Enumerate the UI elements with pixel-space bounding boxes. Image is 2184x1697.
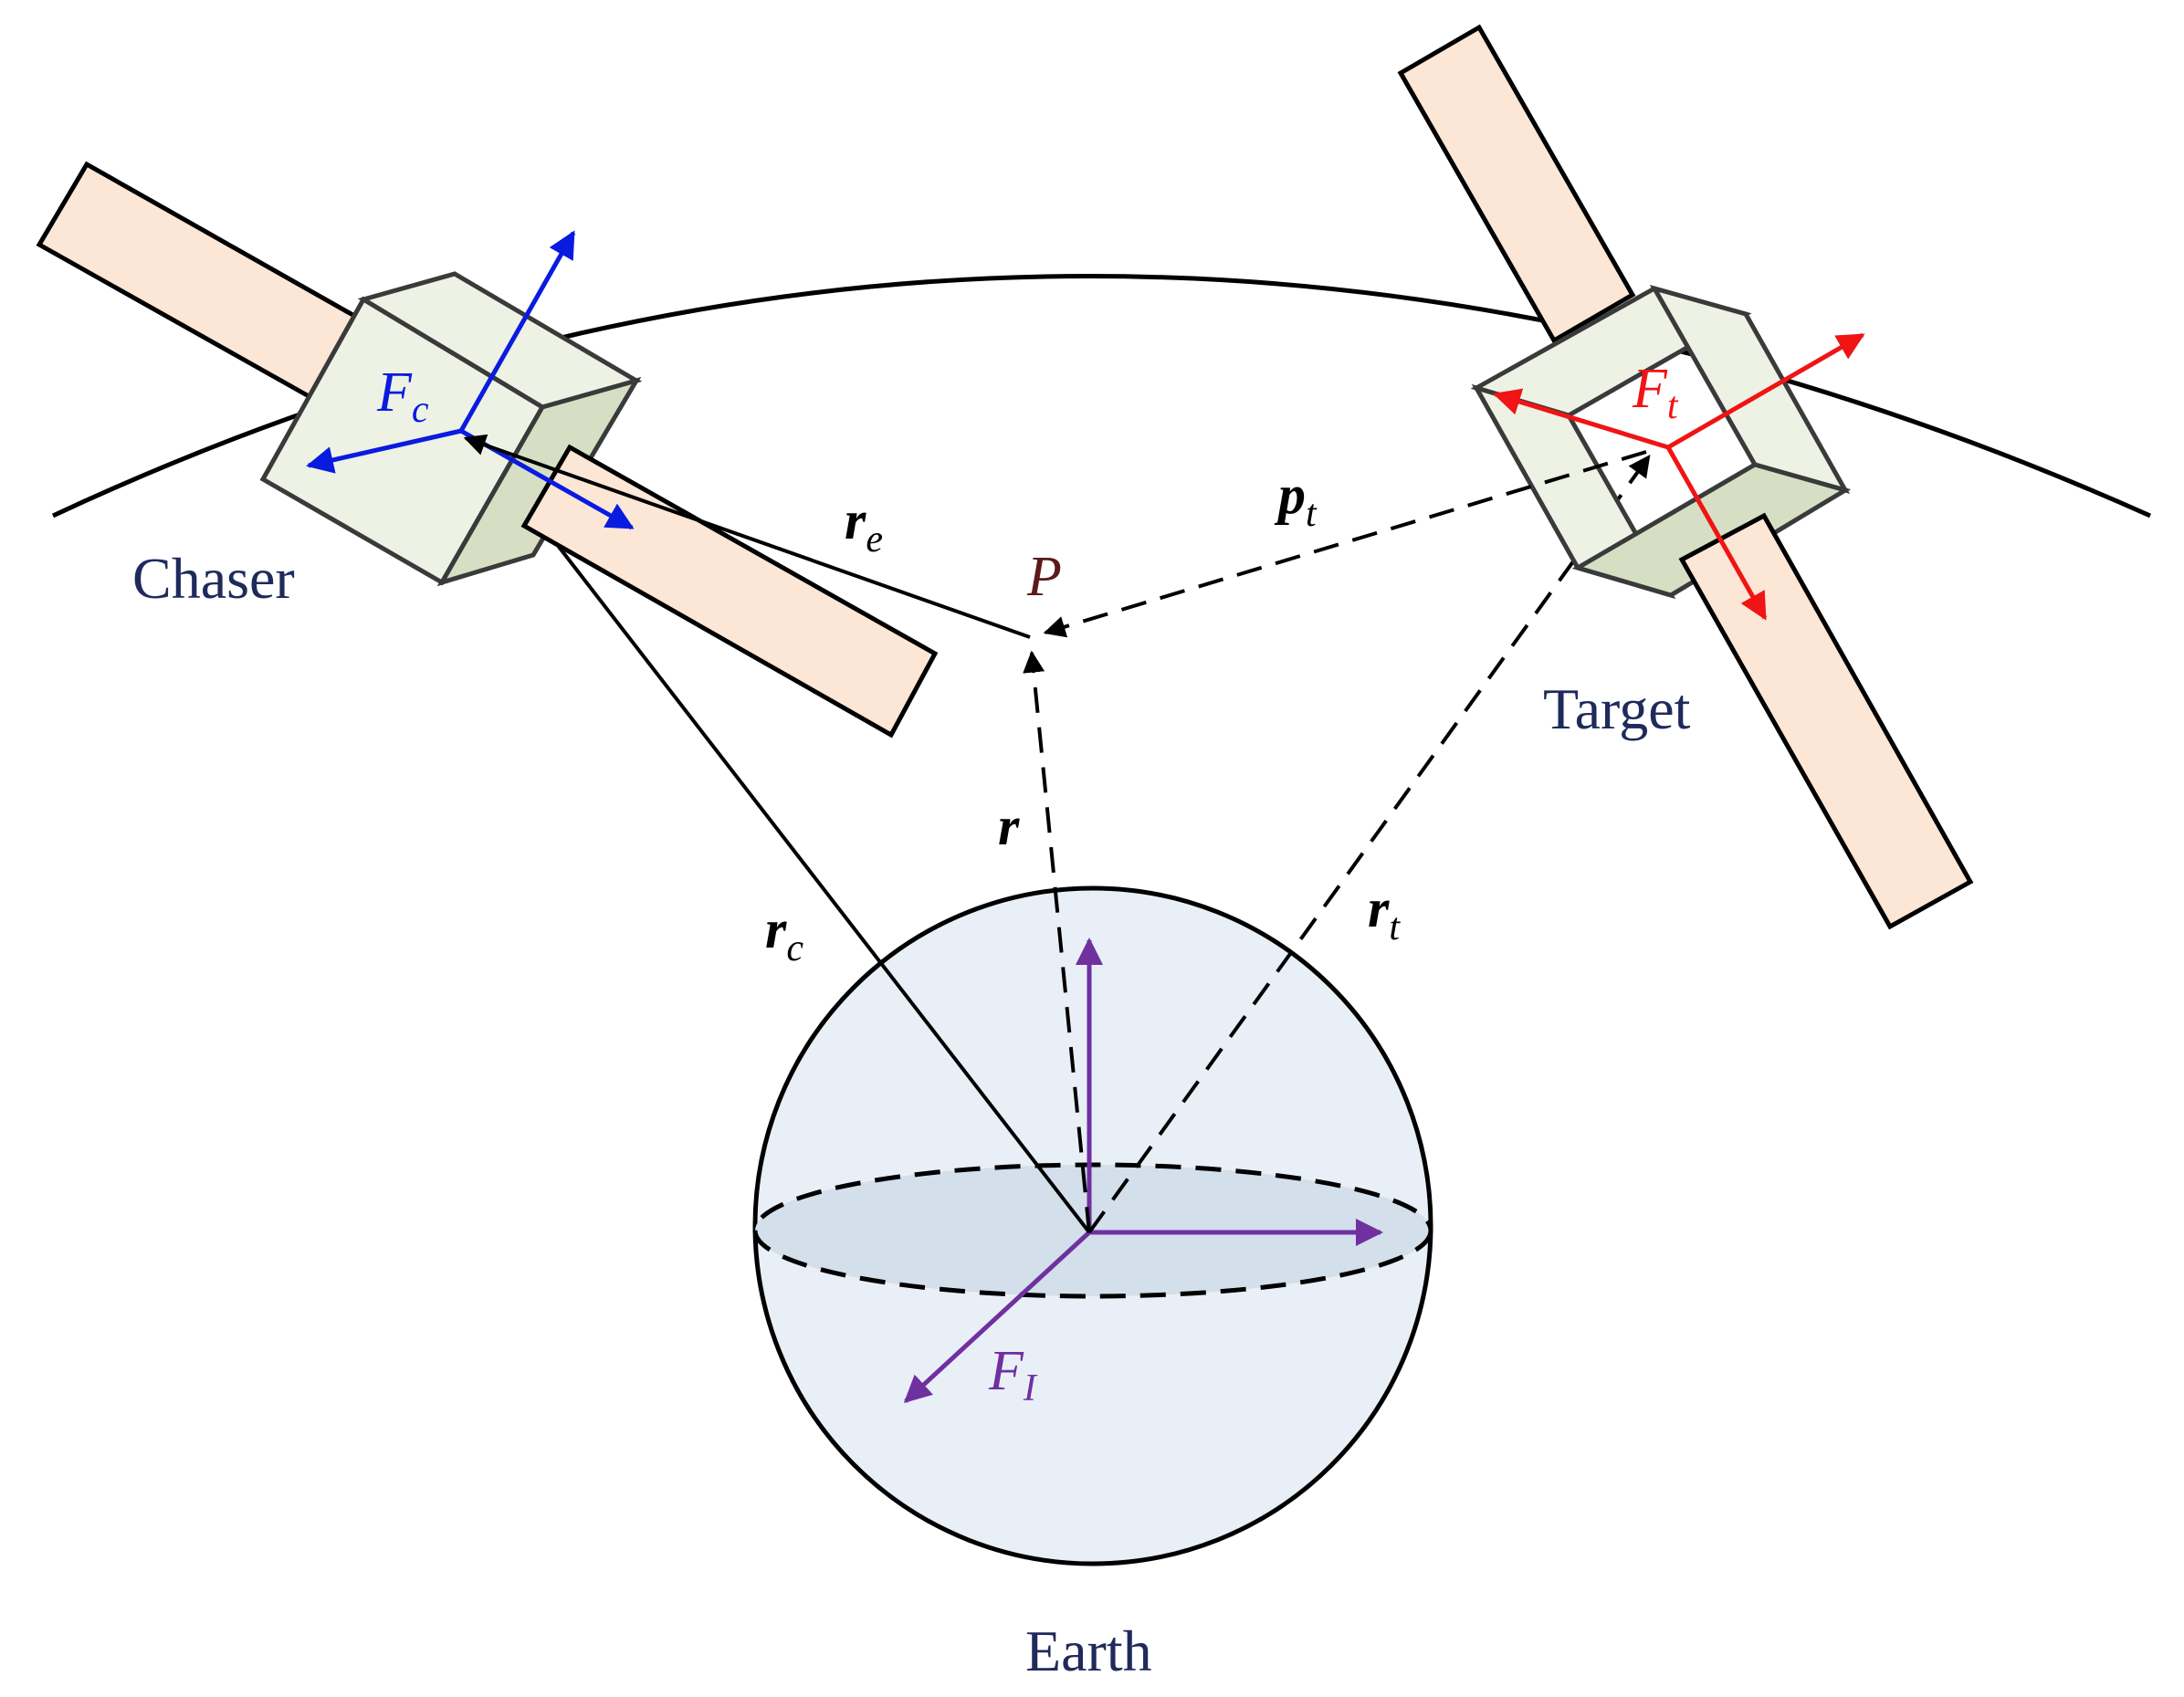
target-frame-axis-2 bbox=[1666, 332, 1865, 450]
target-frame-axis-3 bbox=[1665, 445, 1768, 621]
target-frame-label-sub: t bbox=[1667, 385, 1679, 427]
vector-pt bbox=[1043, 450, 1647, 638]
vector-rc-label: rc bbox=[765, 899, 803, 969]
target-solar-panel-lower bbox=[1678, 512, 1974, 930]
chaser-body-side bbox=[436, 376, 642, 587]
target-solar-panel-upper bbox=[1397, 24, 1636, 344]
vector-re-label: re bbox=[845, 490, 883, 560]
vector-pt-label-base: p bbox=[1274, 465, 1306, 525]
chaser-frame-axis-2 bbox=[306, 428, 462, 474]
vector-r-label: r bbox=[998, 796, 1020, 856]
vector-pt-label-sub: t bbox=[1306, 493, 1318, 535]
chaser-frame-label-sub: c bbox=[412, 389, 429, 431]
vector-rc bbox=[473, 436, 1091, 1234]
chaser-label: Chaser bbox=[132, 546, 295, 611]
inertial-frame-axes bbox=[903, 938, 1383, 1404]
chaser-frame-label: Fc bbox=[376, 361, 429, 431]
vector-r bbox=[1023, 650, 1091, 1233]
inertial-frame-label-base: F bbox=[988, 1340, 1024, 1402]
vector-rc-label-sub: c bbox=[786, 927, 803, 969]
chaser-frame-axis-1 bbox=[458, 230, 576, 433]
vector-rt-label-sub: t bbox=[1389, 906, 1401, 948]
chaser-spacecraft bbox=[36, 161, 939, 739]
point-p-label: P bbox=[1026, 546, 1062, 608]
vector-re-label-base: r bbox=[845, 490, 866, 550]
target-frame-axis-1 bbox=[1493, 388, 1669, 450]
target-label: Target bbox=[1543, 676, 1691, 741]
target-frame-label: Ft bbox=[1632, 358, 1679, 427]
chaser-frame-label-base: F bbox=[376, 361, 413, 424]
target-spacecraft bbox=[1397, 24, 1974, 930]
vector-re-label-sub: e bbox=[866, 519, 883, 560]
inertial-frame-label-sub: I bbox=[1023, 1367, 1038, 1409]
vector-pt-label: pt bbox=[1274, 465, 1318, 535]
inertial-x-axis bbox=[903, 1231, 1091, 1404]
vector-re bbox=[463, 434, 1031, 639]
vector-rt-label: rt bbox=[1368, 878, 1401, 948]
target-frame-label-base: F bbox=[1632, 358, 1668, 420]
vector-rc-label-base: r bbox=[765, 899, 787, 959]
inertial-frame-label: FI bbox=[988, 1340, 1038, 1409]
chaser-solar-panel-right bbox=[520, 444, 939, 739]
vector-rt-label-base: r bbox=[1368, 878, 1390, 938]
earth-label: Earth bbox=[1025, 1618, 1152, 1683]
